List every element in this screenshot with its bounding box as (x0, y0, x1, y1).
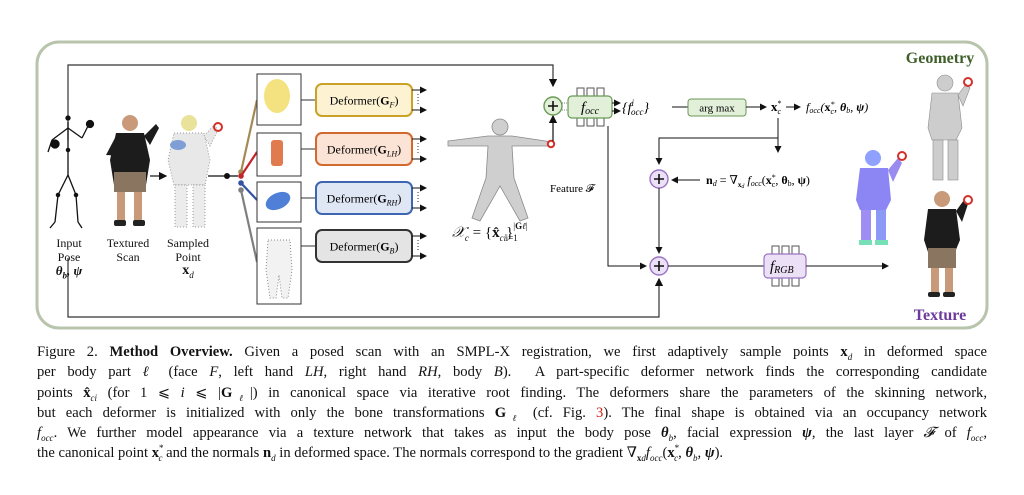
deformer-label: Deformer(GLH) (327, 143, 401, 159)
caption-line-6: the canonical point x*c and the normals … (37, 443, 724, 464)
sampled-point-cloud-image (167, 115, 223, 228)
figure-ref-link[interactable]: 3 (596, 404, 604, 421)
textured-scan-label: Textured Scan (100, 236, 156, 264)
caption-line-2: per body part ℓ (face F, left hand LH, r… (37, 364, 988, 381)
feature-label: Feature 𝓕 (550, 183, 596, 195)
rgb-network (763, 245, 807, 287)
part-thumbnail-face (256, 73, 302, 126)
part-thumbnail-right-hand (256, 181, 302, 223)
occ-concat-node (543, 96, 563, 116)
normals-concat-node (649, 169, 669, 189)
input-pose-line2: Pose (57, 250, 81, 264)
sampled-point-line1: Sampled (167, 236, 209, 250)
deformer-label: Deformer(GF) (330, 94, 399, 110)
part-link-b (239, 189, 259, 263)
normal-map-image (856, 150, 907, 245)
occ-network-label: focc (581, 100, 600, 117)
part-link-f (239, 99, 259, 173)
xc-to-normal-plus-line (655, 137, 778, 165)
xc-star-label: x*c (771, 99, 782, 116)
deformer-box-rh: Deformer(GRH) (301, 181, 427, 215)
part-thumbnail-body (256, 227, 302, 305)
pose-to-rgb-line (67, 258, 664, 318)
canonical-set-label: 𝒳c = {x̂ci}|Gℓ|i=1 (452, 221, 528, 243)
skeleton-icon (47, 115, 95, 229)
caption-line-5: focc. We further model appearance via a … (37, 425, 987, 444)
deformer-label: Deformer(GRH) (327, 192, 402, 208)
method-overview-figure: Deformer(GF) Deformer(GLH) Deformer(GRH) De… (35, 40, 989, 330)
part-link-lh (240, 151, 258, 177)
sampled-point-line2: Point (175, 250, 201, 264)
argmax-label: arg max (699, 103, 735, 115)
rgb-network-label: fRGB (770, 259, 794, 276)
textured-scan-line2: Scan (116, 250, 140, 264)
caption-title: Method Overview. (109, 344, 233, 360)
occ-network (562, 87, 613, 127)
sampled-point-label: Sampled Point xd (160, 236, 216, 280)
input-pose-math: θb, ψ (55, 263, 83, 281)
geometry-output-image (927, 74, 971, 181)
textured-scan-line1: Textured (106, 236, 150, 250)
feature-line (607, 126, 647, 270)
normals-equation: nd = ∇xd focc(x*c, θb, ψ) (706, 173, 810, 190)
deformer-box-f: Deformer(GF) (301, 83, 427, 117)
occ-eval-label: focc(x*c, θb, ψ) (806, 100, 868, 116)
deformer-label: Deformer(GB) (330, 240, 399, 256)
figure-frame (35, 40, 989, 330)
caption-fig-label: Figure 2. (37, 344, 98, 360)
deformer-box-b: Deformer(GB) (301, 229, 427, 263)
pose-to-occ-line (67, 64, 558, 140)
part-link-node-b (238, 187, 244, 193)
textured-scan-image (106, 115, 159, 226)
caption-line-1: Figure 2. Method Overview. Given a posed… (37, 344, 987, 362)
part-link-rh (240, 182, 258, 201)
input-pose-label: Input Pose θb, ψ (44, 236, 94, 281)
sampled-point-math: xd (182, 263, 194, 280)
geometry-label: Geometry (906, 50, 974, 67)
texture-output-image (924, 191, 973, 297)
part-link-node-lh (238, 173, 244, 179)
caption-line-3: points x̂ci (for 1 ⩽ i ⩽ |Gℓ|) in canoni… (37, 384, 988, 403)
canonical-point-marker (546, 139, 556, 149)
argmax-button: arg max (687, 98, 747, 117)
part-thumbnail-left-hand (256, 132, 302, 177)
figure-caption: Figure 2. Method Overview. Given a posed… (37, 342, 987, 464)
caption-line-4: but each deformer is initialized with on… (37, 404, 987, 423)
deformer-box-lh: Deformer(GLH) (301, 132, 427, 166)
texture-label: Texture (914, 307, 966, 324)
input-pose-line1: Input (56, 236, 82, 250)
canonical-tpose-image (447, 118, 553, 222)
part-link-node-rh (238, 180, 244, 186)
rgb-concat-node (649, 256, 669, 276)
